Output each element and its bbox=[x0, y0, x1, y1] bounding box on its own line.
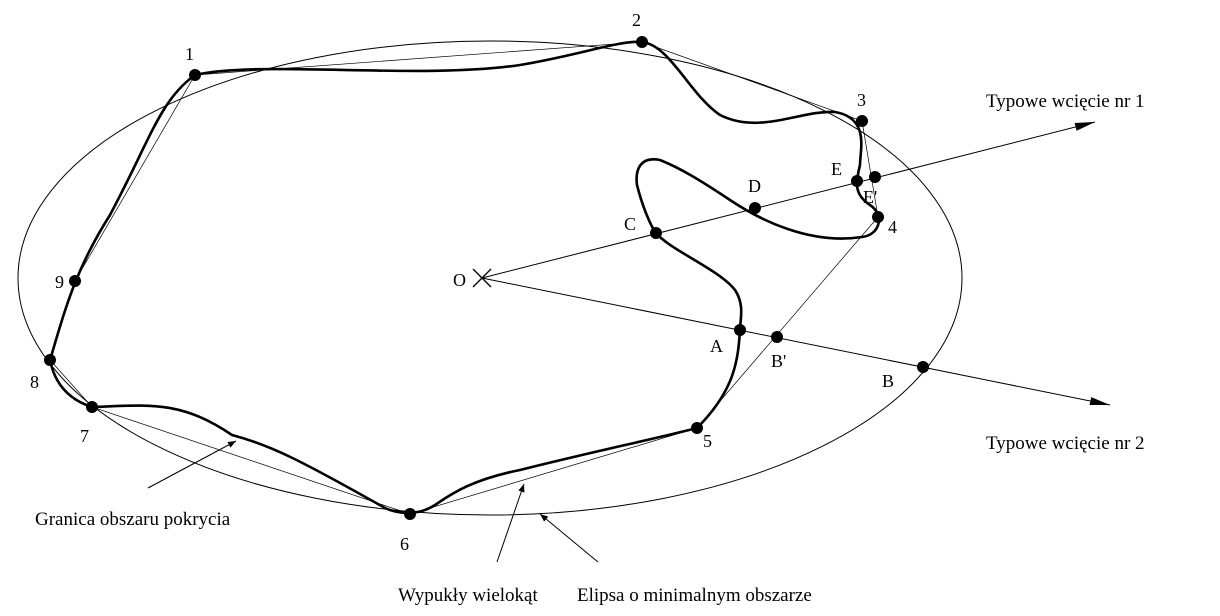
dot-9 bbox=[69, 275, 81, 287]
dot-3 bbox=[856, 115, 868, 127]
label-A: A bbox=[710, 336, 723, 356]
boundary-pointer bbox=[147, 440, 237, 489]
dot-D bbox=[749, 202, 761, 214]
label-E: E bbox=[831, 159, 842, 179]
ellipse-pointer bbox=[539, 513, 599, 563]
dot-8 bbox=[44, 354, 56, 366]
ellipse-caption: Elipsa o minimalnym obszarze bbox=[577, 585, 812, 606]
ray-2-line bbox=[481, 277, 1111, 406]
origin-marker bbox=[472, 268, 492, 288]
boundary-caption: Granica obszaru pokrycia bbox=[35, 509, 231, 530]
dot-5 bbox=[691, 422, 703, 434]
hull-caption: Wypukły wielokąt bbox=[398, 585, 538, 606]
dot-C bbox=[650, 227, 662, 239]
dot-E-prime bbox=[869, 171, 881, 183]
label-D: D bbox=[748, 176, 761, 196]
label-6: 6 bbox=[400, 534, 409, 554]
dot-B bbox=[917, 361, 929, 373]
label-C: C bbox=[624, 214, 636, 234]
dot-2 bbox=[636, 36, 648, 48]
dot-1 bbox=[189, 69, 201, 81]
label-B-prime: B' bbox=[771, 351, 786, 371]
vertex-dots bbox=[44, 36, 929, 520]
coverage-boundary bbox=[48, 40, 881, 515]
label-E-prime: E' bbox=[863, 187, 877, 207]
dot-6 bbox=[404, 508, 416, 520]
label-3: 3 bbox=[857, 90, 866, 110]
dot-E bbox=[851, 175, 863, 187]
point-labels: 1 2 3 4 5 6 7 8 9 A B' B C D E E' O bbox=[30, 10, 897, 554]
min-area-ellipse bbox=[17, 40, 963, 516]
label-4: 4 bbox=[888, 217, 897, 237]
hull-pointer bbox=[496, 483, 525, 563]
dot-A bbox=[734, 324, 746, 336]
label-9: 9 bbox=[55, 272, 64, 292]
label-7: 7 bbox=[80, 426, 89, 446]
label-2: 2 bbox=[632, 10, 641, 30]
dot-4 bbox=[872, 211, 884, 223]
ray-2-label: Typowe wcięcie nr 2 bbox=[986, 433, 1145, 454]
dot-7 bbox=[86, 401, 98, 413]
label-1: 1 bbox=[185, 44, 194, 64]
ray-1-label: Typowe wcięcie nr 1 bbox=[986, 91, 1145, 112]
label-B: B bbox=[882, 371, 894, 391]
label-O: O bbox=[453, 270, 466, 290]
label-5: 5 bbox=[703, 431, 712, 451]
ray-1-line bbox=[481, 121, 1096, 279]
label-8: 8 bbox=[30, 372, 39, 392]
dot-B-prime bbox=[771, 331, 783, 343]
